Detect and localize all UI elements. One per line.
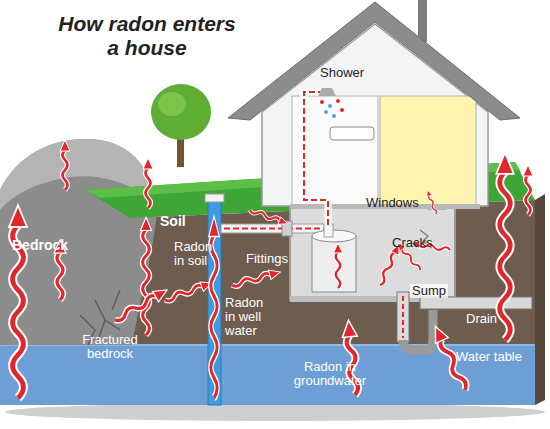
part-label: Radon in soil (174, 240, 222, 268)
house-wall (262, 24, 488, 206)
drain-pipe (420, 297, 532, 309)
part-label: Shower (320, 66, 364, 80)
part-label: Soil (160, 214, 186, 228)
shower-spray (320, 99, 344, 118)
well-casing (208, 200, 221, 405)
water-pipe (221, 224, 329, 233)
part-label: Water table (456, 350, 522, 364)
roof (228, 2, 520, 120)
block-side (535, 194, 545, 405)
part-label: Bedrock (12, 238, 68, 252)
diagram-title: How radon enters a house (58, 12, 236, 60)
water-tank (312, 236, 356, 292)
ground-shadow (5, 403, 545, 421)
tank-inlet (324, 224, 333, 237)
bathtub (330, 127, 374, 140)
chimney (418, 0, 427, 42)
part-label: Radon in groundwater (282, 360, 378, 388)
radon-in-shower-pipe (304, 92, 328, 225)
part-label: Cracks (392, 236, 432, 250)
radon-in-sump (402, 296, 404, 338)
radon-in-pipe (224, 228, 326, 230)
part-label: Windows (366, 196, 419, 210)
tree-canopy (151, 84, 211, 140)
living-room (380, 96, 476, 206)
shower-pipe (304, 92, 328, 225)
well-cap (205, 194, 224, 202)
part-label: Fittings (246, 252, 288, 266)
drain-trap (403, 310, 433, 350)
shower-head (318, 88, 336, 96)
water-tank-top (312, 230, 356, 242)
sump-pipe (397, 292, 409, 342)
part-label: Sump (410, 284, 448, 298)
basement (290, 206, 455, 300)
part-label: Radon in well water (225, 296, 275, 338)
radon-arrows (9, 140, 533, 398)
bedrock (0, 139, 158, 345)
part-label: Drain (466, 312, 497, 326)
tree-highlight (158, 92, 186, 116)
part-label: Fractured bedrock (74, 333, 146, 361)
